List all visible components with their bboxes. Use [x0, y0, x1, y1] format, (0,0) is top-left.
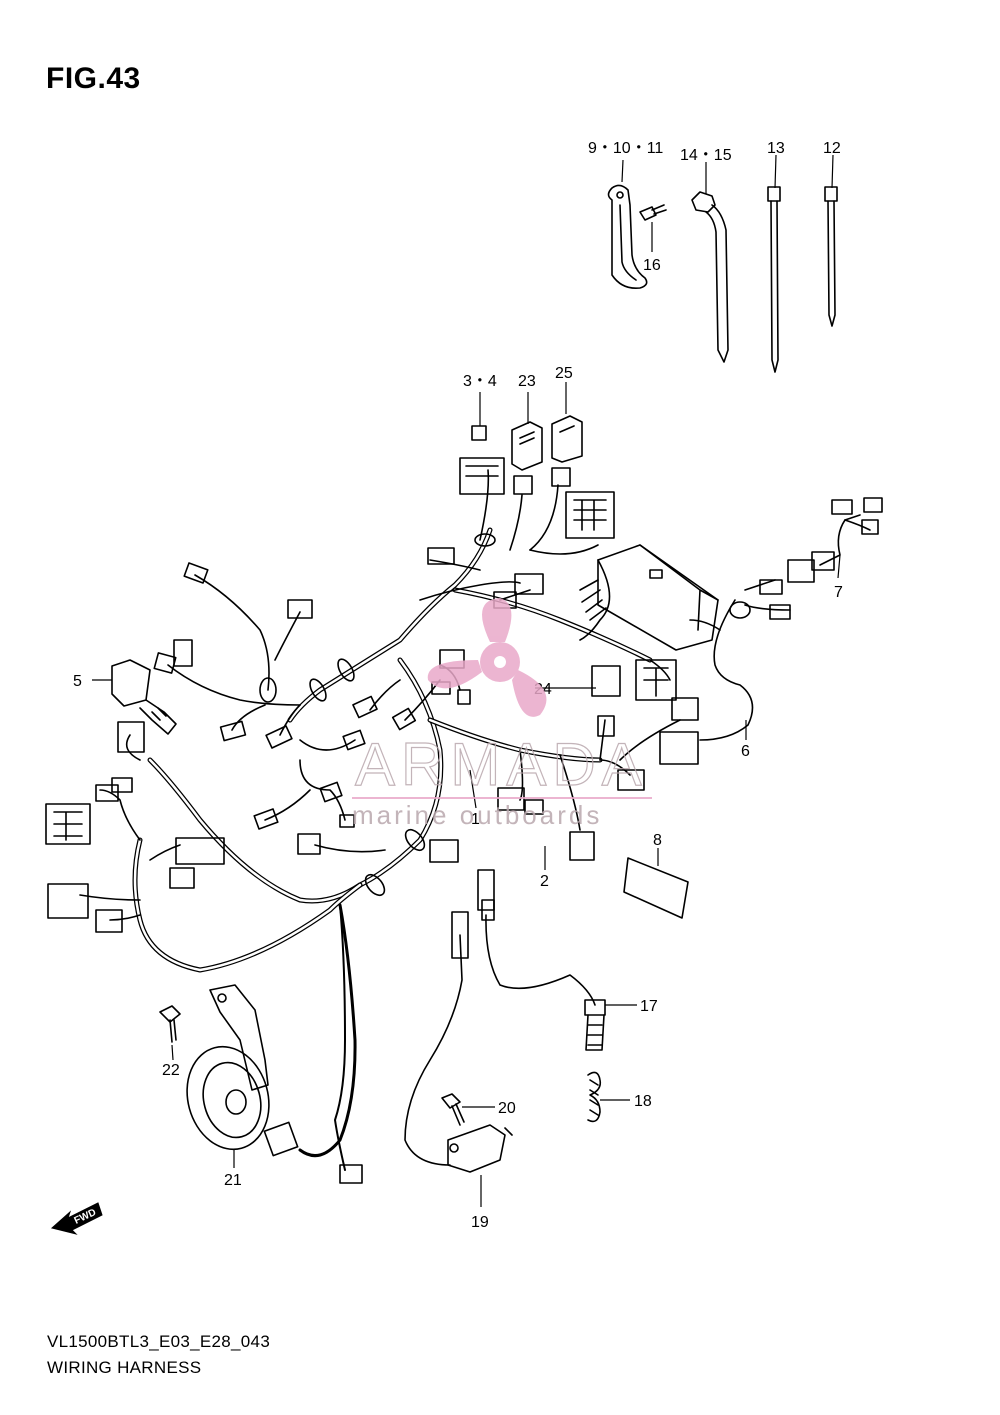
harness-sleeves [259, 533, 751, 897]
callout-22: 22 [162, 1062, 180, 1079]
label-sticker [623, 857, 689, 919]
callout-23: 23 [518, 373, 536, 390]
callout-18: 18 [634, 1093, 652, 1110]
fuse [471, 425, 487, 441]
screw [639, 204, 667, 221]
relay-socket [513, 467, 571, 495]
junction-connector [565, 491, 615, 539]
bolt-part-22 [159, 1005, 181, 1043]
horn-part-21 [186, 984, 270, 1151]
callout-12: 12 [823, 140, 841, 157]
callout-5: 5 [73, 673, 82, 690]
callout-3-4: 3・4 [463, 373, 497, 390]
callout-20: 20 [498, 1100, 516, 1117]
fwd-arrow-icon: FWD [50, 1202, 103, 1235]
callout-6: 6 [741, 743, 750, 760]
main-harness-trunk [132, 527, 653, 1171]
callout-7: 7 [834, 584, 843, 601]
callout-leaders [92, 154, 841, 1207]
cable-tie [767, 186, 781, 373]
callout-1: 1 [471, 811, 480, 828]
model-code: VL1500BTL3_E03_E28_043 [47, 1332, 271, 1351]
callout-16: 16 [643, 257, 661, 274]
branch-wires [79, 469, 871, 921]
callout-2: 2 [540, 873, 549, 890]
callout-9-10-11: 9・10・11 [588, 140, 663, 157]
sensor-part-17 [477, 869, 606, 1051]
cable-tie-mount [691, 191, 729, 363]
diagram-name: WIRING HARNESS [47, 1358, 202, 1377]
propeller-logo-icon [427, 598, 547, 717]
bolt-part-20 [441, 1093, 465, 1126]
callout-14-15: 14・15 [680, 147, 732, 164]
figure-title: FIG.43 [46, 62, 141, 95]
callout-8: 8 [653, 832, 662, 849]
watermark-tagline: marine outboards [352, 800, 602, 830]
relay [551, 415, 583, 463]
relay [511, 421, 543, 471]
sensor-part-5 [111, 659, 177, 735]
watermark-brand: ARMADA [355, 731, 648, 798]
harness-connectors [45, 497, 883, 1184]
harness-clamp [607, 184, 648, 290]
switch-part-19 [404, 911, 513, 1173]
callout-19: 19 [471, 1214, 489, 1231]
callout-13: 13 [767, 140, 785, 157]
watermark: ARMADA marine outboards [352, 598, 652, 830]
callout-21: 21 [224, 1172, 242, 1189]
fuse-box [459, 457, 505, 495]
callout-25: 25 [555, 365, 573, 382]
ecm-unit [579, 544, 719, 651]
callout-17: 17 [640, 998, 658, 1015]
spring-part-18 [587, 1071, 602, 1123]
cable-tie [824, 186, 838, 327]
